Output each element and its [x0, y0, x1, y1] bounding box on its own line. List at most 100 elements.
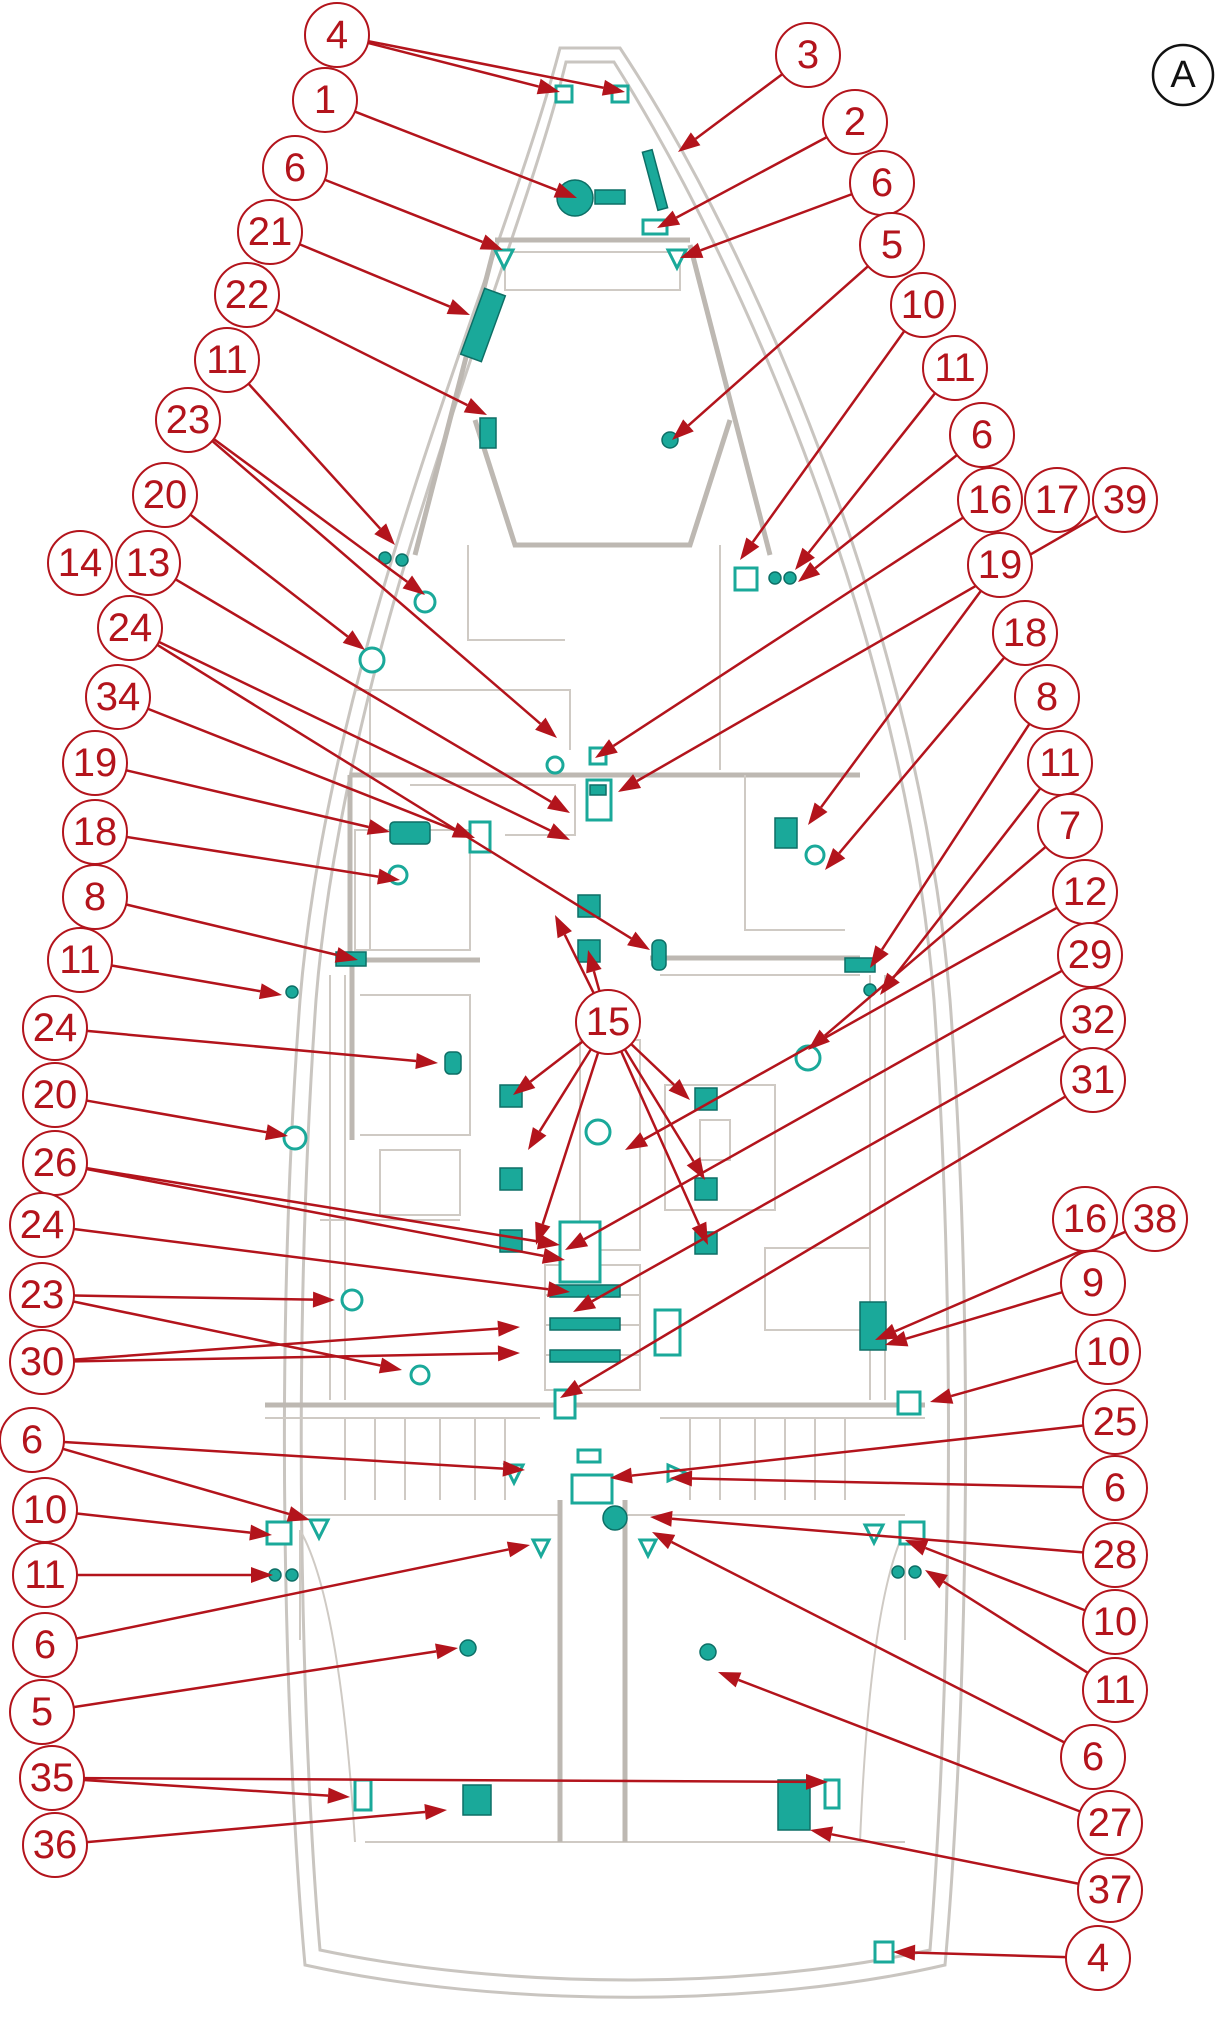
callout-circle — [9, 1262, 75, 1328]
callout-number: 30 — [20, 1340, 65, 1384]
callout-10: 10 — [890, 272, 956, 338]
callout-21: 21 — [237, 199, 303, 265]
callout-19: 19 — [62, 730, 128, 796]
leader-line — [687, 265, 869, 427]
callout-number: 11 — [1094, 1668, 1136, 1712]
arrowhead — [880, 972, 900, 995]
callout-6: 6 — [0, 1407, 65, 1473]
equipment-symbol — [859, 1301, 887, 1351]
leader-line — [675, 136, 828, 219]
callout-39: 39 — [1092, 467, 1158, 533]
arrowhead — [601, 79, 625, 96]
arrowhead — [374, 523, 395, 545]
arrowhead — [652, 1532, 676, 1550]
arrowhead — [586, 950, 602, 974]
arrowhead — [415, 1053, 438, 1069]
arrowhead — [595, 739, 618, 758]
callout-number: 20 — [33, 1073, 78, 1117]
callout-circle — [132, 462, 198, 528]
callout-number: 8 — [1036, 675, 1058, 719]
leader-line — [950, 1359, 1078, 1398]
arrowhead — [366, 819, 390, 835]
leader-line — [814, 453, 958, 570]
callout-29: 29 — [1057, 922, 1123, 988]
callout-circle — [1092, 467, 1158, 533]
equipment-symbol — [777, 1779, 811, 1831]
callout-11: 11 — [47, 927, 113, 993]
leader-line — [591, 1034, 1066, 1303]
leader-line — [86, 1029, 417, 1063]
callout-number: 36 — [33, 1823, 78, 1867]
callout-5: 5 — [859, 212, 925, 278]
equipment-symbol — [733, 566, 759, 592]
arrowhead — [377, 868, 400, 885]
callout-7: 7 — [1037, 793, 1103, 859]
callout-number: 19 — [978, 543, 1023, 587]
arrowhead — [479, 234, 503, 250]
callout-circle — [575, 989, 641, 1055]
arrowhead — [249, 1524, 272, 1541]
arrowhead — [535, 717, 557, 738]
callout-number: 5 — [881, 223, 903, 267]
callout-31: 31 — [1060, 1047, 1126, 1113]
callout-number: 4 — [326, 13, 348, 57]
equipment-symbol — [844, 957, 876, 973]
callout-number: 13 — [126, 541, 171, 585]
callout-6: 6 — [949, 402, 1015, 468]
callout-circle — [1077, 1857, 1143, 1923]
leader-lines — [62, 39, 1127, 1961]
equipment-symbol — [282, 1125, 308, 1151]
callout-circle — [822, 89, 888, 155]
arrowhead — [870, 945, 889, 968]
callout-12: 12 — [1052, 859, 1118, 925]
equipment-symbol — [594, 189, 626, 205]
arrowhead — [342, 630, 365, 650]
callout-5: 5 — [9, 1679, 75, 1745]
arrowhead — [264, 1124, 288, 1141]
leader-line — [643, 906, 1058, 1141]
leader-line — [73, 1327, 499, 1361]
leader-line — [583, 969, 1063, 1241]
callout-circle — [262, 135, 328, 201]
equipment-symbol — [285, 1568, 299, 1582]
leader-line — [86, 1166, 539, 1243]
leader-line — [368, 39, 604, 89]
arrowhead — [334, 947, 358, 963]
leader-line — [563, 934, 595, 994]
callout-13: 13 — [115, 530, 181, 596]
callout-9: 9 — [1060, 1250, 1126, 1316]
leader-line — [247, 382, 382, 530]
callout-circle — [9, 1329, 75, 1395]
leader-line — [73, 1227, 549, 1291]
leader-line — [83, 1776, 807, 1784]
callout-circle — [1024, 467, 1090, 533]
callout-16: 16 — [1052, 1186, 1118, 1252]
callout-number: 6 — [871, 161, 893, 205]
callout-4: 4 — [304, 2, 370, 68]
callout-number: 6 — [971, 413, 993, 457]
callout-circle — [97, 595, 163, 661]
callout-number: 25 — [1093, 1400, 1138, 1444]
equipment-symbol — [353, 1778, 373, 1812]
callout-number: 21 — [248, 210, 293, 254]
callout-6: 6 — [1082, 1455, 1148, 1521]
view-label-circle — [1151, 43, 1215, 107]
equipment-symbol — [409, 1364, 431, 1386]
equipment-symbol — [661, 431, 679, 449]
arrowhead — [805, 1773, 828, 1790]
callout-38: 38 — [1122, 1186, 1188, 1252]
callout-18: 18 — [992, 600, 1058, 666]
callout-19: 19 — [967, 532, 1033, 598]
callout-number: 34 — [96, 675, 141, 719]
leader-line — [76, 1548, 509, 1640]
callout-circle — [1122, 1186, 1188, 1252]
equipment-symbol — [558, 1220, 602, 1284]
callout-circle — [1057, 922, 1123, 988]
arrowhead — [286, 1506, 310, 1522]
leader-line — [691, 1477, 1084, 1489]
arrowhead — [546, 823, 570, 840]
arrowhead — [808, 802, 828, 825]
arrowhead — [795, 547, 815, 570]
equipment-symbol — [553, 1388, 577, 1420]
leader-line — [905, 1290, 1063, 1340]
